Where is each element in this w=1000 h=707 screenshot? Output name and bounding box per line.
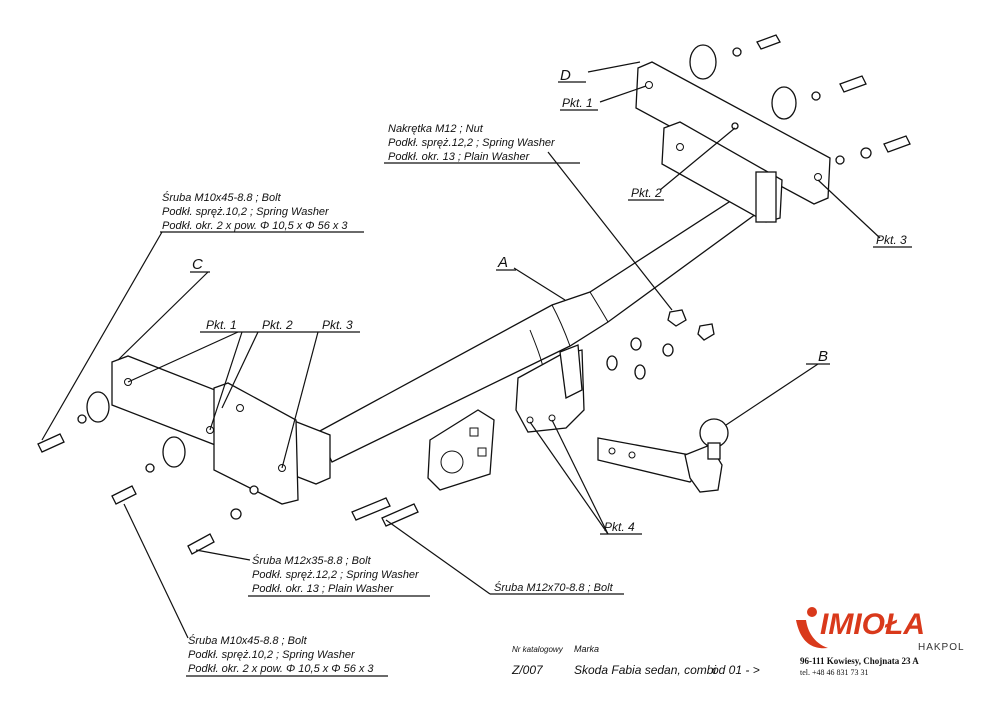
brand-label: Marka	[574, 644, 599, 654]
hitch-plate	[515, 344, 585, 433]
pkt1-c-label: Pkt. 1	[206, 318, 237, 332]
socket-plate	[427, 409, 495, 491]
bolt-m10-bottom-line1: Śruba M10x45-8.8 ; Bolt	[188, 634, 308, 647]
bolt-m12x35-line3: Podkł. okr. 13 ; Plain Washer	[252, 583, 395, 595]
bolt-m10-bottom-text: Śruba M10x45-8.8 ; Bolt Podkł. spręż.10,…	[188, 634, 374, 675]
bolt-m12x35-line1: Śruba M12x35-8.8 ; Bolt	[252, 554, 372, 567]
bolt-m10-bottom-line3: Podkł. okr. 2 x pow. Φ 10,5 x Φ 56 x 3	[188, 663, 374, 675]
bolt-m10-top-line1: Śruba M10x45-8.8 ; Bolt	[162, 191, 282, 204]
nut-group-text: Nakrętka M12 ; Nut Podkł. spręż.12,2 ; S…	[388, 123, 556, 163]
bolt-m10-top-line3: Podkł. okr. 2 x pow. Φ 10,5 x Φ 56 x 3	[162, 220, 348, 232]
footer: Nr katalogowy Marka Z/007 Skoda Fabia se…	[511, 644, 760, 677]
pkt3-c-label: Pkt. 3	[322, 318, 353, 332]
logo-swoosh-icon	[796, 620, 828, 649]
catalog-number: Z/007	[511, 663, 544, 677]
pkt3-right-label: Pkt. 3	[876, 233, 907, 247]
bolt-m10-bottom-line2: Podkł. spręż.10,2 ; Spring Washer	[188, 649, 356, 661]
callout-d: D	[560, 67, 571, 84]
logo-sub: HAKPOL	[918, 642, 965, 653]
production-from: od 01 - >	[712, 663, 760, 677]
catalog-label: Nr katalogowy	[512, 645, 564, 654]
logo-dot-icon	[807, 607, 817, 617]
company-address: 96-111 Kowiesy, Chojnata 23 A	[800, 656, 919, 666]
bracket-d	[635, 61, 831, 223]
vehicle-model: Skoda Fabia sedan, combi	[574, 663, 716, 677]
bolt-m10-top-text: Śruba M10x45-8.8 ; Bolt Podkł. spręż.10,…	[162, 191, 348, 232]
bolt-m12x35-line2: Podkł. spręż.12,2 ; Spring Washer	[252, 569, 420, 581]
callout-c: C	[192, 256, 203, 273]
logo-text: IMIOŁA	[820, 608, 925, 641]
left-fasteners	[37, 391, 419, 555]
company-logo: IMIOŁA HAKPOL 96-111 Kowiesy, Chojnata 2…	[796, 607, 965, 677]
bolt-m12x70-line1: Śruba M12x70-8.8 ; Bolt	[494, 581, 614, 594]
center-fasteners	[606, 309, 715, 380]
nut-line1: Nakrętka M12 ; Nut	[388, 123, 484, 135]
pkt1-d-label: Pkt. 1	[562, 96, 593, 110]
underlines	[160, 81, 912, 677]
leader-lines	[41, 61, 881, 639]
nut-line3: Podkł. okr. 13 ; Plain Washer	[388, 151, 531, 163]
pkt2-top-label: Pkt. 2	[631, 186, 662, 200]
company-phone: tel. +48 46 831 73 31	[800, 668, 869, 677]
right-fasteners	[689, 34, 911, 165]
callout-a: A	[497, 254, 508, 271]
pkt4-label: Pkt. 4	[604, 520, 635, 534]
bolt-m12x35-text: Śruba M12x35-8.8 ; Bolt Podkł. spręż.12,…	[252, 554, 420, 595]
ball-mount-b	[597, 418, 729, 493]
callout-b: B	[818, 348, 828, 365]
bolt-m10-top-line2: Podkł. spręż.10,2 ; Spring Washer	[162, 206, 330, 218]
pkt2-c-label: Pkt. 2	[262, 318, 293, 332]
nut-line2: Podkł. spręż.12,2 ; Spring Washer	[388, 137, 556, 149]
bracket-c	[111, 355, 331, 505]
